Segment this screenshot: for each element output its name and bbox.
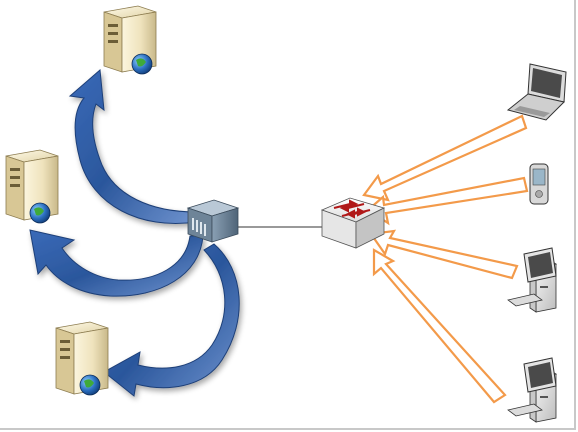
load-balancer-icon — [186, 199, 240, 243]
desktop1-to-switch-arrow — [369, 229, 519, 280]
server-top — [103, 5, 157, 75]
laptop — [506, 63, 567, 121]
desktop-1 — [507, 247, 558, 313]
handheld-icon — [529, 163, 549, 205]
server-globe-icon — [103, 5, 157, 75]
server-bottom — [55, 321, 109, 396]
switch — [320, 197, 386, 249]
desktop-computer-icon — [507, 247, 558, 313]
switch-icon — [320, 197, 386, 249]
pda — [529, 163, 549, 205]
arrow-to-server-middle — [29, 229, 204, 297]
laptop-to-switch-arrow — [362, 114, 528, 202]
laptop-icon — [506, 63, 567, 121]
client-arrows — [362, 114, 529, 404]
server-middle — [5, 149, 59, 224]
desktop-2 — [507, 357, 558, 423]
server-globe-icon — [5, 149, 59, 224]
arrow-to-server-bottom — [103, 243, 240, 397]
balance-arrows — [29, 68, 240, 397]
desktop-computer-icon — [507, 357, 558, 423]
server-globe-icon — [55, 321, 109, 396]
load-balancer — [186, 199, 240, 243]
arrow-to-server-top — [68, 68, 197, 224]
desktop2-to-switch-arrow — [372, 248, 507, 404]
